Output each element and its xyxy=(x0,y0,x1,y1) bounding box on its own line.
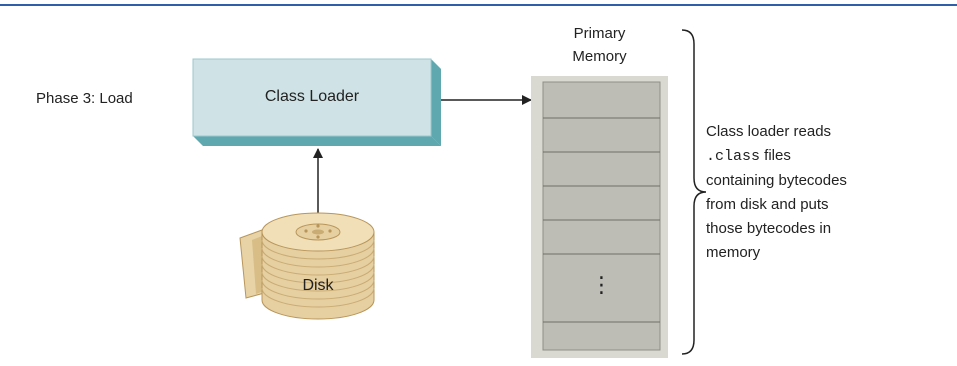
memory-title-line2: Memory xyxy=(572,48,627,65)
disk-icon xyxy=(239,212,375,320)
description-line-2-rest: files xyxy=(760,147,791,164)
class-loader-box xyxy=(192,58,441,146)
description-line-4: from disk and puts xyxy=(706,196,829,213)
description-line-5: those bytecodes in xyxy=(706,220,832,237)
class-file-extension: .class xyxy=(706,148,761,165)
description-line-2: .class files xyxy=(706,144,847,169)
disk-label: Disk xyxy=(302,277,334,294)
phase-label: Phase 3: Load xyxy=(36,90,133,107)
memory-title-line1: Primary xyxy=(573,25,626,42)
primary-memory-block xyxy=(531,76,668,358)
class-loader-label: Class Loader xyxy=(264,88,360,105)
description-line-3: containing bytecodes xyxy=(706,172,847,189)
description-line-1: Class loader reads xyxy=(706,123,832,140)
curly-brace xyxy=(681,29,707,355)
description-text: Class loader reads .class files containi… xyxy=(706,120,847,265)
memory-ellipsis: ⋮ xyxy=(590,272,613,297)
memory-title: Primary Memory xyxy=(531,22,668,68)
description-line-6: memory xyxy=(706,244,761,261)
